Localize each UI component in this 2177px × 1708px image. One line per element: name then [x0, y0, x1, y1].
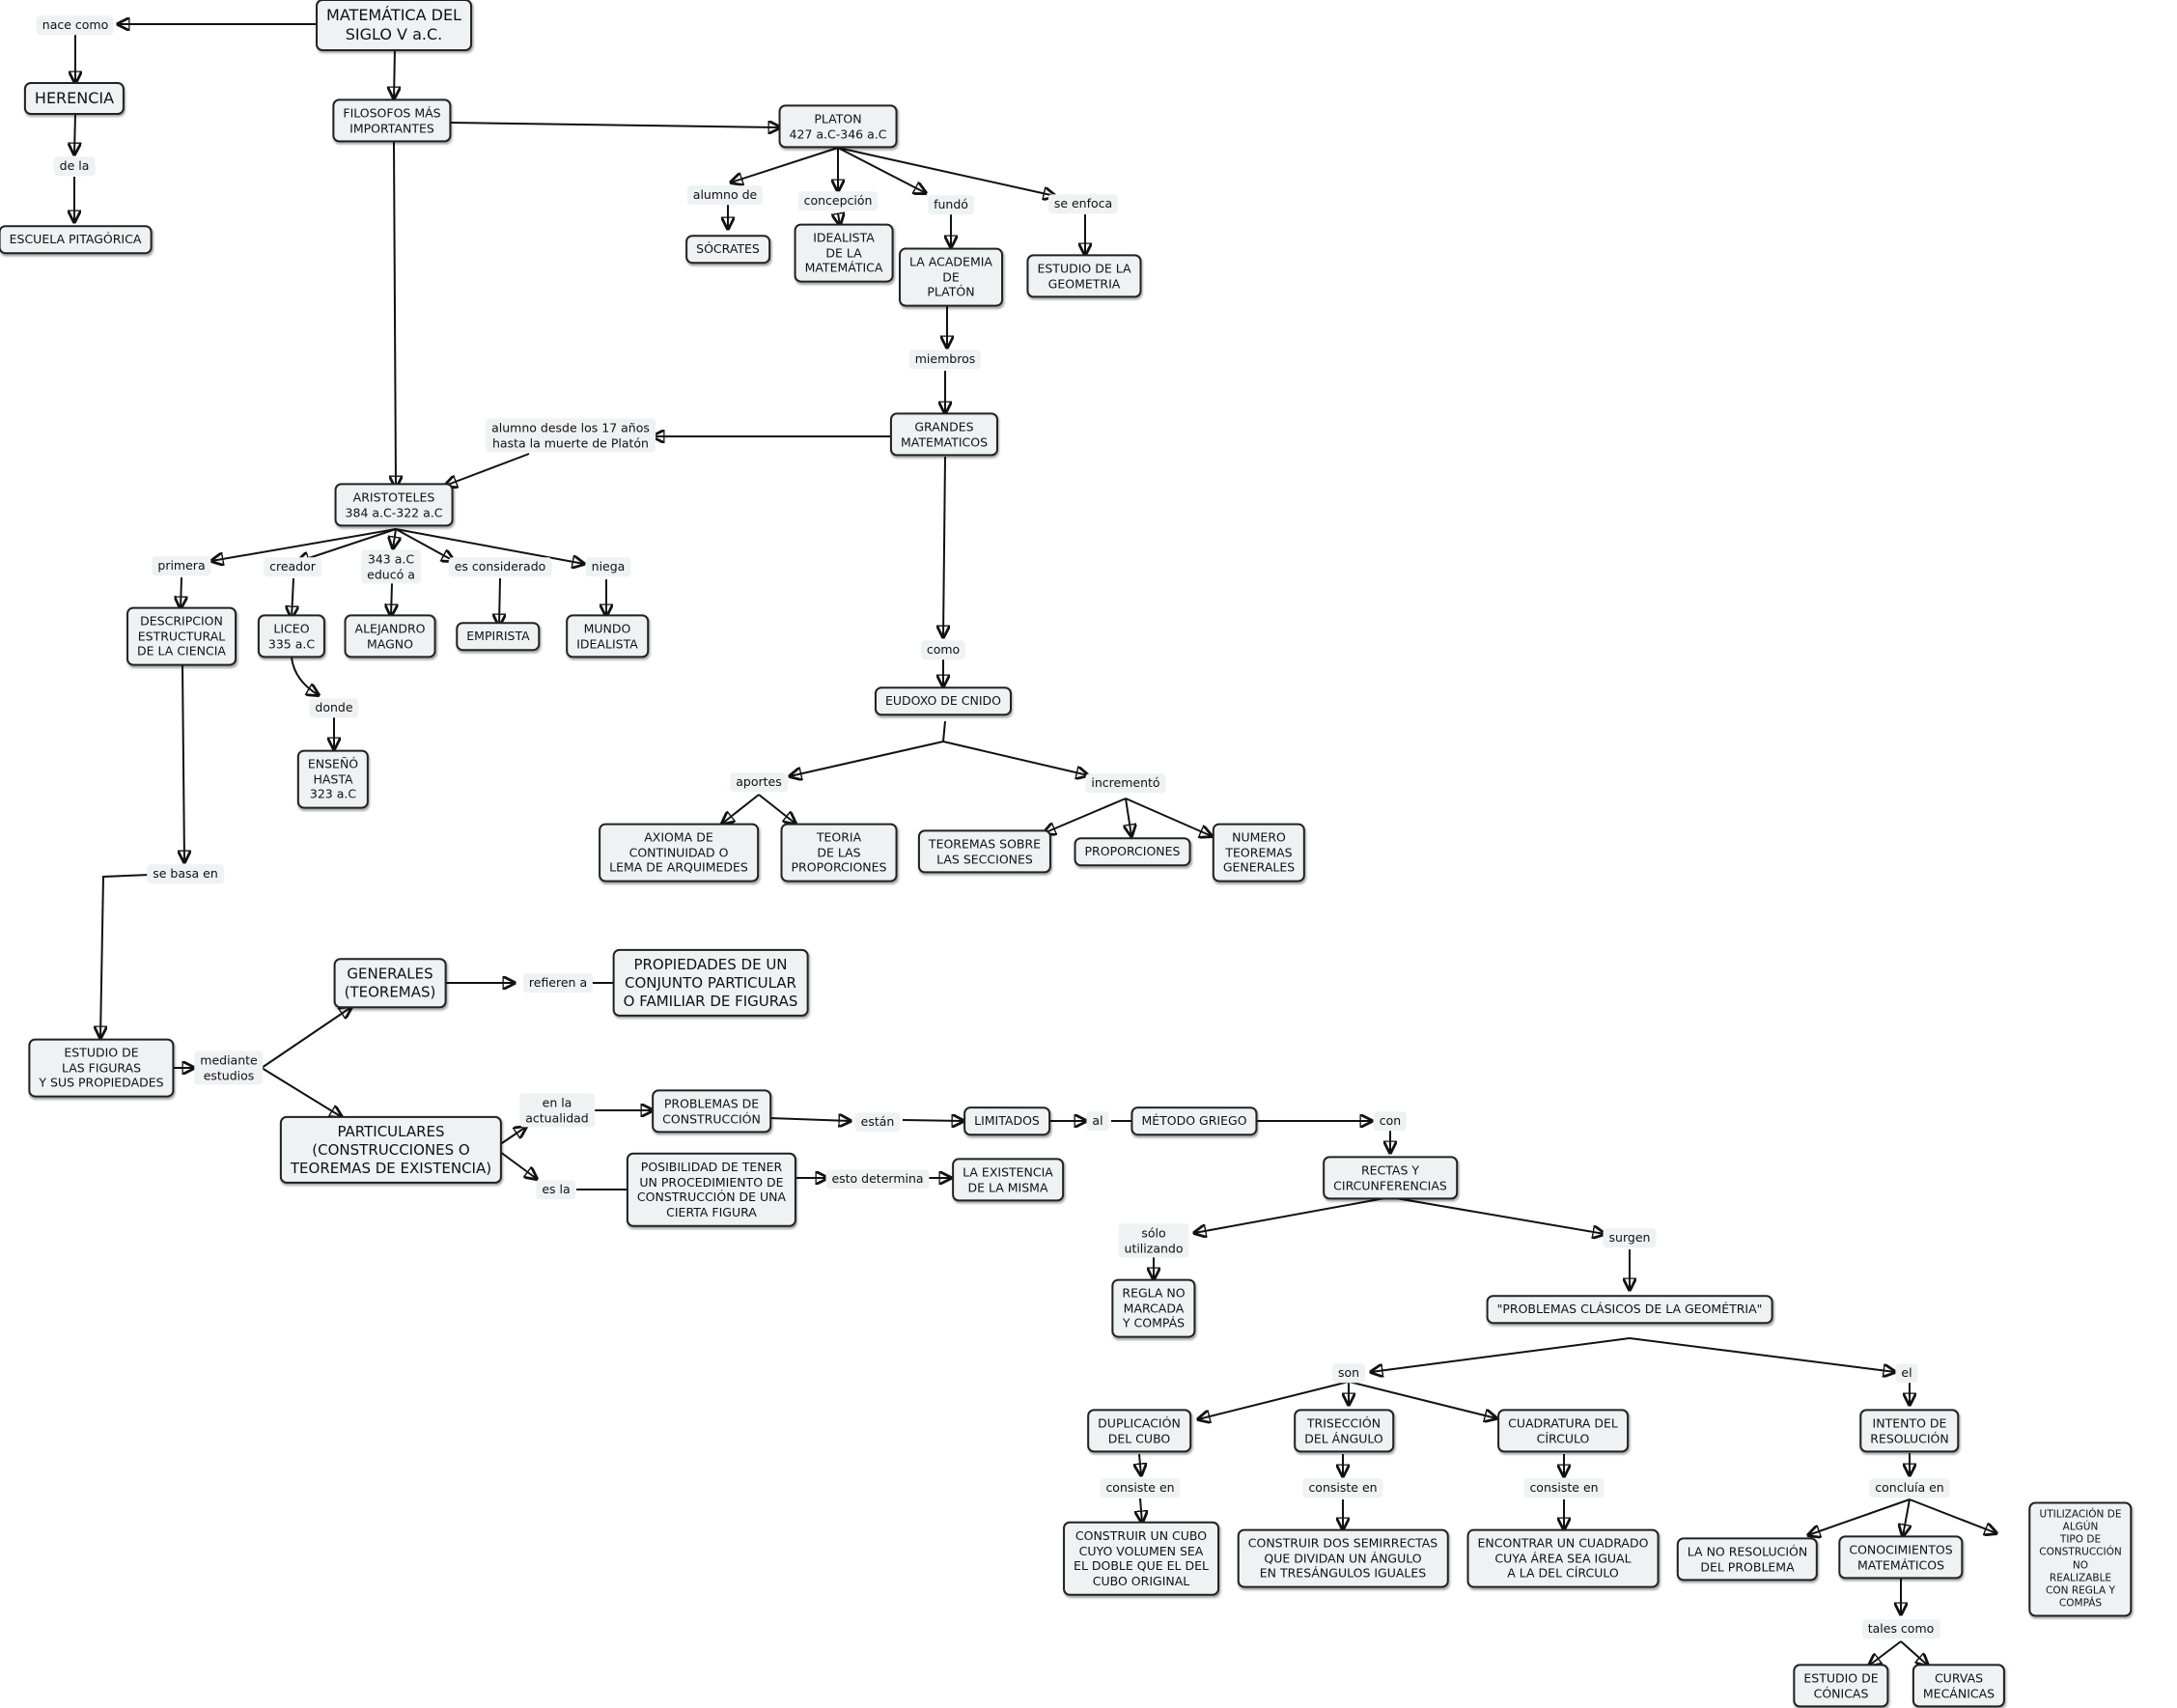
concept-existencia[interactable]: LA EXISTENCIA DE LA MISMA [952, 1158, 1064, 1202]
concept-eudoxo[interactable]: EUDOXO DE CNIDO [874, 686, 1013, 715]
concept-construir-semirrectas[interactable]: CONSTRUIR DOS SEMIRRECTAS QUE DIVIDAN UN… [1237, 1528, 1449, 1588]
concept-propiedades[interactable]: PROPIEDADES DE UN CONJUNTO PARTICULAR O … [612, 948, 809, 1018]
concept-problemas-construccion[interactable]: PROBLEMAS DE CONSTRUCCIÓN [652, 1089, 771, 1134]
concept-aristoteles[interactable]: ARISTOTELES 384 a.C-322 a.C [334, 483, 454, 527]
link-tales-como: tales como [1861, 1619, 1940, 1638]
concept-cuadratura[interactable]: CUADRATURA DEL CÍRCULO [1497, 1409, 1629, 1453]
link-nace-como: nace como [36, 15, 115, 35]
link-el: el [1895, 1363, 1918, 1383]
concept-liceo[interactable]: LICEO 335 a.C [257, 614, 326, 658]
link-se-basa-en: se basa en [147, 864, 224, 883]
concept-idealista[interactable]: IDEALISTA DE LA MATEMÁTICA [794, 223, 894, 283]
link-donde: donde [309, 698, 359, 717]
link-incremento: incrementó [1085, 773, 1166, 793]
concept-herencia[interactable]: HERENCIA [23, 82, 126, 115]
concept-estudio-geometria[interactable]: ESTUDIO DE LA GEOMETRIA [1026, 254, 1142, 298]
link-miembros: miembros [908, 350, 982, 369]
concept-proporciones[interactable]: PROPORCIONES [1074, 837, 1191, 866]
link-concepcion: concepción [797, 191, 879, 210]
concept-rectas[interactable]: RECTAS Y CIRCUNFERENCIAS [1323, 1156, 1458, 1200]
link-como: como [920, 640, 966, 659]
link-surgen: surgen [1603, 1228, 1657, 1247]
link-educo: 343 a.C educó a [361, 549, 421, 584]
concept-construir-cubo[interactable]: CONSTRUIR UN CUBO CUYO VOLUMEN SEA EL DO… [1063, 1521, 1219, 1596]
concept-socrates[interactable]: SÓCRATES [685, 235, 770, 264]
concept-conicas[interactable]: ESTUDIO DE CÓNICAS [1793, 1664, 1889, 1708]
link-es-la: es la [536, 1180, 576, 1199]
concept-triseccion[interactable]: TRISECCIÓN DEL ÁNGULO [1294, 1409, 1394, 1453]
concept-duplicacion[interactable]: DUPLICACIÓN DEL CUBO [1087, 1409, 1191, 1453]
link-se-enfoca: se enfoca [1047, 194, 1119, 213]
link-mediante-estudios: mediante estudios [194, 1050, 264, 1085]
concept-regla-compas[interactable]: REGLA NO MARCADA Y COMPÁS [1111, 1278, 1196, 1338]
concept-matematica-siglo-v[interactable]: MATEMÁTICA DEL SIGLO V a.C. [316, 0, 472, 51]
concept-encontrar-cuadrado[interactable]: ENCONTRAR UN CUADRADO CUYA ÁREA SEA IGUA… [1466, 1528, 1660, 1588]
link-son: son [1331, 1363, 1366, 1383]
link-concluia-en: concluía en [1869, 1478, 1950, 1498]
concept-academia[interactable]: LA ACADEMIA DE PLATÓN [899, 247, 1003, 307]
link-consiste-en-cubo: consiste en [1100, 1478, 1181, 1498]
concept-teoremas-secciones[interactable]: TEOREMAS SOBRE LAS SECCIONES [917, 829, 1052, 874]
link-consiste-en-angulo: consiste en [1302, 1478, 1383, 1498]
concept-utilizacion[interactable]: UTILIZACIÓN DE ALGÚN TIPO DE CONSTRUCCIÓ… [2028, 1501, 2133, 1617]
concept-limitados[interactable]: LIMITADOS [963, 1106, 1050, 1135]
concept-enseno[interactable]: ENSEÑÓ HASTA 323 a.C [296, 749, 370, 809]
link-consiste-en-circulo: consiste en [1523, 1478, 1605, 1498]
concept-estudio-figuras[interactable]: ESTUDIO DE LAS FIGURAS Y SUS PROPIEDADES [28, 1038, 175, 1098]
link-creador: creador [264, 557, 321, 576]
link-aportes: aportes [730, 772, 788, 792]
link-estan: están [854, 1112, 901, 1132]
concept-metodo-griego[interactable]: MÉTODO GRIEGO [1130, 1106, 1258, 1135]
link-esto-determina: esto determina [825, 1169, 930, 1189]
concept-alejandro[interactable]: ALEJANDRO MAGNO [344, 614, 436, 658]
concept-conocimientos[interactable]: CONOCIMIENTOS MATEMÁTICOS [1838, 1535, 1964, 1580]
concept-particulares[interactable]: PARTICULARES (CONSTRUCCIONES O TEOREMAS … [279, 1115, 503, 1185]
concept-mundo-idealista[interactable]: MUNDO IDEALISTA [566, 614, 649, 658]
concept-descripcion[interactable]: DESCRIPCION ESTRUCTURAL DE LA CIENCIA [126, 606, 237, 666]
link-niega: niega [585, 557, 631, 576]
concept-no-resolucion[interactable]: LA NO RESOLUCIÓN DEL PROBLEMA [1676, 1537, 1819, 1582]
concept-problemas-clasicos[interactable]: "PROBLEMAS CLÁSICOS DE LA GEOMÉTRIA" [1486, 1295, 1773, 1324]
concept-empirista[interactable]: EMPIRISTA [456, 622, 541, 651]
concept-escuela-pitagorica[interactable]: ESCUELA PITAGÓRICA [0, 225, 153, 254]
link-solo-utilizando: sólo utilizando [1118, 1223, 1189, 1258]
link-de-la: de la [53, 156, 96, 176]
link-es-considerado: es considerado [448, 557, 552, 576]
concept-generales[interactable]: GENERALES (TEOREMAS) [333, 958, 447, 1008]
link-alumno-desde: alumno desde los 17 años hasta la muerte… [486, 418, 656, 453]
concept-numero-teoremas[interactable]: NUMERO TEOREMAS GENERALES [1212, 823, 1306, 882]
concept-grandes-matematicos[interactable]: GRANDES MATEMATICOS [889, 412, 999, 457]
link-alumno-de: alumno de [686, 185, 764, 205]
link-refieren-a: refieren a [522, 973, 594, 993]
link-en-la-actualidad: en la actualidad [519, 1093, 595, 1128]
connector-group [74, 24, 1996, 1666]
concept-posibilidad[interactable]: POSIBILIDAD DE TENER UN PROCEDIMIENTO DE… [626, 1152, 797, 1227]
concept-curvas[interactable]: CURVAS MECÁNICAS [1912, 1664, 2006, 1708]
link-fundo: fundó [928, 195, 974, 214]
concept-filosofos[interactable]: FILOSOFOS MÁS IMPORTANTES [332, 98, 452, 143]
link-con: con [1373, 1111, 1408, 1131]
concept-axioma[interactable]: AXIOMA DE CONTINUIDAD O LEMA DE ARQUIMED… [599, 823, 759, 882]
concept-platon[interactable]: PLATON 427 a.C-346 a.C [778, 104, 898, 149]
concept-intento[interactable]: INTENTO DE RESOLUCIÓN [1859, 1409, 1960, 1453]
link-primera: primera [152, 556, 211, 575]
link-al: al [1086, 1111, 1109, 1131]
concept-teoria-proporciones[interactable]: TEORIA DE LAS PROPORCIONES [780, 823, 898, 882]
